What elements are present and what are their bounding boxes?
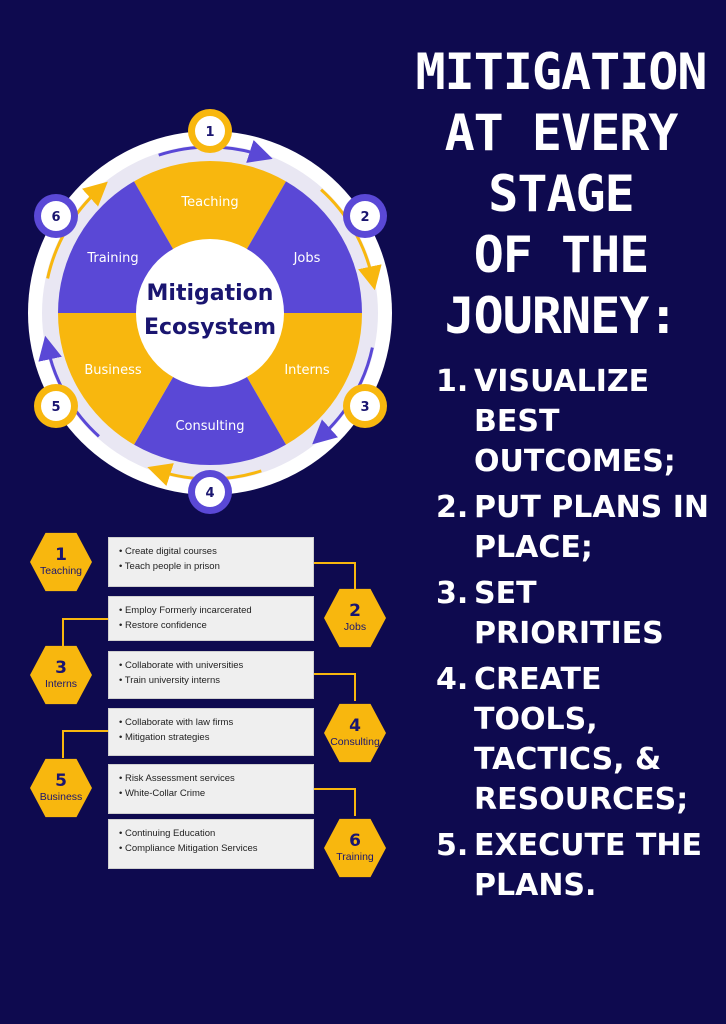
center-circle xyxy=(136,239,284,387)
row-bullet: • White-Collar Crime xyxy=(119,788,206,799)
connector-line xyxy=(314,788,356,816)
connector-line xyxy=(62,730,110,758)
step-text: CREATE TOOLS, TACTICS, & RESOURCES; xyxy=(474,662,689,817)
steps-list: 1.VISUALIZE BEST OUTCOMES; 2.PUT PLANS I… xyxy=(436,362,726,912)
hex-badge-teaching: 1 Teaching xyxy=(30,532,92,592)
row-bullet: • Mitigation strategies xyxy=(119,732,210,743)
row-bullet: • Train university interns xyxy=(119,675,221,686)
hex-number: 2 xyxy=(349,601,361,621)
hex-label: Teaching xyxy=(39,565,83,577)
cycle-step-node-5: 5 xyxy=(34,384,78,428)
step-item: 1.VISUALIZE BEST OUTCOMES; xyxy=(436,362,726,482)
cycle-segment-consulting xyxy=(134,313,286,465)
hex-label: Training xyxy=(336,851,374,863)
cycle-segment-teaching xyxy=(134,161,286,313)
title-line: STAGE xyxy=(488,165,635,223)
hex-label: Jobs xyxy=(343,621,367,633)
hex-label: Consulting xyxy=(330,736,380,748)
step-number: 1. xyxy=(436,364,469,399)
connector-line xyxy=(62,618,110,646)
table-row: • Collaborate with universities • Train … xyxy=(108,651,314,699)
row-bullet: • Employ Formerly incarcerated xyxy=(119,605,252,616)
hex-badge-training: 6 Training xyxy=(324,818,386,878)
cycle-label-interns: Interns xyxy=(284,363,330,378)
step-text: PUT PLANS IN PLACE; xyxy=(474,490,710,565)
row-bullet: • Create digital courses xyxy=(119,546,217,557)
step-text: VISUALIZE BEST OUTCOMES; xyxy=(474,364,676,479)
cycle-step-node-6: 6 xyxy=(34,194,78,238)
table-row: • Collaborate with law firms • Mitigatio… xyxy=(108,708,314,756)
step-text: EXECUTE THE PLANS. xyxy=(474,828,702,903)
hex-badge-consulting: 4 Consulting xyxy=(324,703,386,763)
ecosystem-cycle-diagram: Mitigation Ecosystem TeachingJobsInterns… xyxy=(28,109,392,514)
hex-badge-jobs: 2 Jobs xyxy=(324,588,386,648)
title-line: OF THE xyxy=(473,226,650,284)
cycle-label-training: Training xyxy=(86,251,138,266)
step-text: SET PRIORITIES xyxy=(474,576,664,651)
row-bullet: • Restore confidence xyxy=(119,620,207,631)
cycle-step-node-3: 3 xyxy=(343,384,387,428)
title-line: AT EVERY xyxy=(444,104,679,162)
step-item: 4.CREATE TOOLS, TACTICS, & RESOURCES; xyxy=(436,660,726,820)
row-bullet: • Risk Assessment services xyxy=(119,773,235,784)
cycle-step-node-2: 2 xyxy=(343,194,387,238)
table-row: • Create digital courses • Teach people … xyxy=(108,537,314,587)
row-bullet: • Continuing Education xyxy=(119,828,216,839)
cycle-label-business: Business xyxy=(84,363,142,378)
cycle-label-jobs: Jobs xyxy=(293,251,321,266)
cycle-step-number: 5 xyxy=(51,400,60,415)
table-row: • Employ Formerly incarcerated • Restore… xyxy=(108,596,314,641)
hex-badge-interns: 3 Interns xyxy=(30,645,92,705)
cycle-step-number: 2 xyxy=(360,210,369,225)
step-item: 3.SET PRIORITIES xyxy=(436,574,726,654)
cycle-step-nodes: 1 2 3 4 5 6 xyxy=(34,109,387,514)
connector-line xyxy=(314,673,356,701)
row-bullet: • Collaborate with law firms xyxy=(119,717,234,728)
step-item: 2.PUT PLANS IN PLACE; xyxy=(436,488,726,568)
hex-label: Interns xyxy=(44,678,78,690)
cycle-step-node-1: 1 xyxy=(188,109,232,153)
table-row: • Continuing Education • Compliance Miti… xyxy=(108,819,314,869)
cycle-step-node-4: 4 xyxy=(188,470,232,514)
hex-number: 1 xyxy=(55,545,67,565)
row-bullet: • Teach people in prison xyxy=(119,561,220,572)
title-line: MITIGATION xyxy=(415,43,707,101)
hex-number: 5 xyxy=(55,771,67,791)
row-bullet: • Compliance Mitigation Services xyxy=(119,843,258,854)
cycle-step-number: 1 xyxy=(205,125,214,140)
hex-number: 3 xyxy=(55,658,67,678)
hex-number: 4 xyxy=(349,716,361,736)
table-row: • Risk Assessment services • White-Colla… xyxy=(108,764,314,814)
cycle-label-consulting: Consulting xyxy=(175,419,244,434)
hex-label: Business xyxy=(39,791,83,803)
step-number: 5. xyxy=(436,828,469,863)
hex-badge-business: 5 Business xyxy=(30,758,92,818)
ecosystem-table: • Create digital courses • Teach people … xyxy=(0,520,400,880)
cycle-step-number: 3 xyxy=(360,400,369,415)
center-title-line2: Ecosystem xyxy=(144,315,276,340)
page-title: MITIGATION AT EVERY STAGE OF THE JOURNEY… xyxy=(408,42,714,347)
connector-line xyxy=(314,562,356,590)
cycle-step-number: 4 xyxy=(205,486,214,501)
title-line: JOURNEY: xyxy=(444,287,679,345)
hex-number: 6 xyxy=(349,831,361,851)
step-item: 5.EXECUTE THE PLANS. xyxy=(436,826,726,906)
step-number: 4. xyxy=(436,662,469,697)
cycle-step-number: 6 xyxy=(51,210,60,225)
step-number: 2. xyxy=(436,490,469,525)
step-number: 3. xyxy=(436,576,469,611)
center-title-line1: Mitigation xyxy=(147,281,274,306)
row-bullet: • Collaborate with universities xyxy=(119,660,244,671)
cycle-label-teaching: Teaching xyxy=(180,195,238,210)
